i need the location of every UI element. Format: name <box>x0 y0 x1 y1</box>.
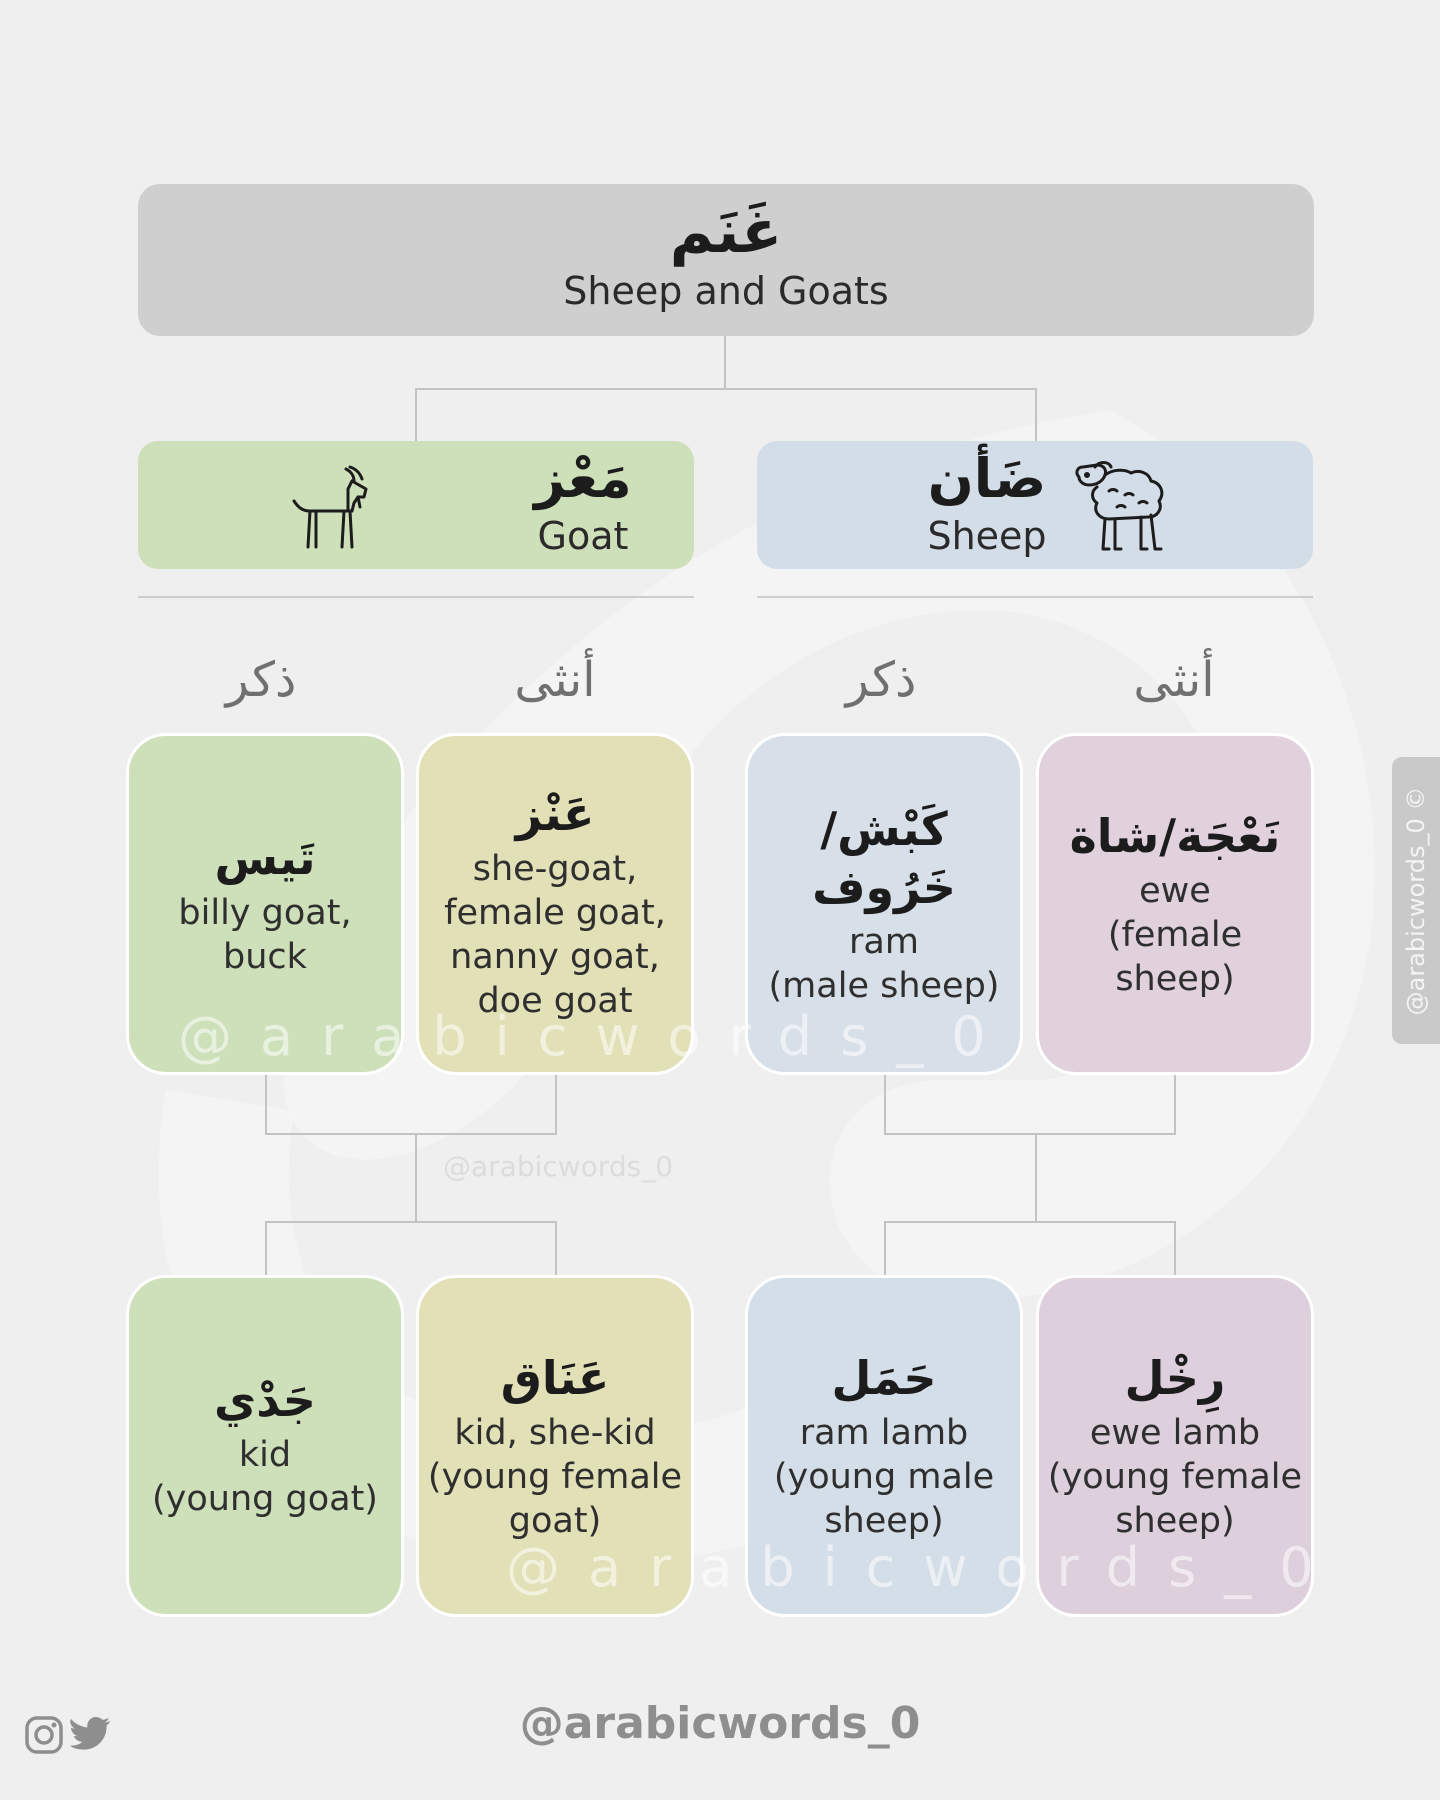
sheep-english-term: Sheep <box>927 514 1047 558</box>
root-english-term: Sheep and Goats <box>563 269 889 313</box>
card-arabic-term: تَيس <box>214 831 316 885</box>
card-arabic-term: عَنَاق <box>500 1351 610 1405</box>
card-ewe: نَعْجَة/شاة ewe (female sheep) <box>1036 733 1314 1075</box>
sheep-arabic-term: ضَأن <box>927 447 1047 510</box>
card-arabic-term: نَعْجَة/شاة <box>1069 809 1281 863</box>
watermark-large: @arabicwords_0 <box>178 1005 1014 1068</box>
separator-line <box>757 596 1313 598</box>
instagram-icon[interactable] <box>24 1715 64 1755</box>
connector-line <box>884 1075 886 1135</box>
card-english-term: she-goat, female goat, nanny goat, doe g… <box>444 849 666 1021</box>
card-ewe-lamb: رِخْل ewe lamb (young female sheep) <box>1036 1275 1314 1617</box>
card-english-term: ram lamb (young male sheep) <box>773 1413 995 1541</box>
card-billy-goat: تَيس billy goat, buck <box>126 733 404 1075</box>
goat-arabic-term: مَعْز <box>534 447 632 510</box>
side-watermark-tab: @arabicwords_0 © <box>1392 757 1440 1044</box>
card-kid: جَدْي kid (young goat) <box>126 1275 404 1617</box>
card-she-goat: عَنْز she-goat, female goat, nanny goat,… <box>416 733 694 1075</box>
connector-line <box>1174 1221 1176 1275</box>
category-box-goat: مَعْز Goat <box>138 441 694 569</box>
gender-label-female: أنثى <box>514 652 596 708</box>
card-english-term: ram (male sheep) <box>768 922 1000 1006</box>
connector-line <box>884 1221 886 1275</box>
connector-line <box>1035 1133 1037 1223</box>
card-ram-lamb: حَمَل ram lamb (young male sheep) <box>745 1275 1023 1617</box>
root-box-sheep-and-goats: غَنَم Sheep and Goats <box>138 184 1314 336</box>
connector-line <box>555 1221 557 1275</box>
card-english-term: ewe lamb (young female sheep) <box>1047 1413 1303 1541</box>
card-english-term: billy goat, buck <box>178 893 352 977</box>
side-watermark-text: @arabicwords_0 © <box>1402 786 1430 1015</box>
connector-line <box>265 1221 557 1223</box>
card-ram: كَبْش/خَرُوف ram (male sheep) <box>745 733 1023 1075</box>
connector-line <box>265 1075 267 1135</box>
watermark-large: @arabicwords_0 <box>506 1536 1342 1599</box>
separator-line <box>138 596 694 598</box>
connector-line <box>265 1221 267 1275</box>
card-english-term: ewe (female sheep) <box>1107 871 1243 999</box>
card-arabic-term: عَنْز <box>515 787 595 841</box>
connector-line <box>1174 1075 1176 1135</box>
card-arabic-term: كَبْش/خَرُوف <box>812 802 956 914</box>
goat-english-term: Goat <box>537 514 629 558</box>
card-arabic-term: جَدْي <box>214 1373 316 1427</box>
card-she-kid: عَنَاق kid, she-kid (young female goat) <box>416 1275 694 1617</box>
gender-label-male: ذكر <box>225 652 297 708</box>
twitter-icon[interactable] <box>70 1715 112 1753</box>
connector-line <box>415 1133 417 1223</box>
gender-label-male: ذكر <box>845 652 917 708</box>
watermark-small: @arabicwords_0 <box>443 1150 674 1183</box>
connector-line <box>555 1075 557 1135</box>
gender-label-female: أنثى <box>1133 652 1215 708</box>
card-english-term: kid (young goat) <box>152 1435 378 1519</box>
root-arabic-term: غَنَم <box>669 197 783 267</box>
category-box-sheep: ضَأن Sheep <box>757 441 1313 569</box>
connector-line <box>1035 388 1037 441</box>
card-english-term: kid, she-kid (young female goat) <box>427 1413 683 1541</box>
connector-line <box>415 388 417 441</box>
connector-line <box>415 388 1037 390</box>
card-arabic-term: حَمَل <box>831 1351 937 1405</box>
connector-line <box>884 1133 1176 1135</box>
connector-line <box>884 1221 1176 1223</box>
sheep-icon <box>1075 461 1164 551</box>
connector-line <box>724 336 726 389</box>
connector-line <box>265 1133 557 1135</box>
footer-handle[interactable]: @arabicwords_0 <box>519 1698 921 1749</box>
goat-icon <box>292 465 368 549</box>
card-arabic-term: رِخْل <box>1124 1351 1226 1405</box>
